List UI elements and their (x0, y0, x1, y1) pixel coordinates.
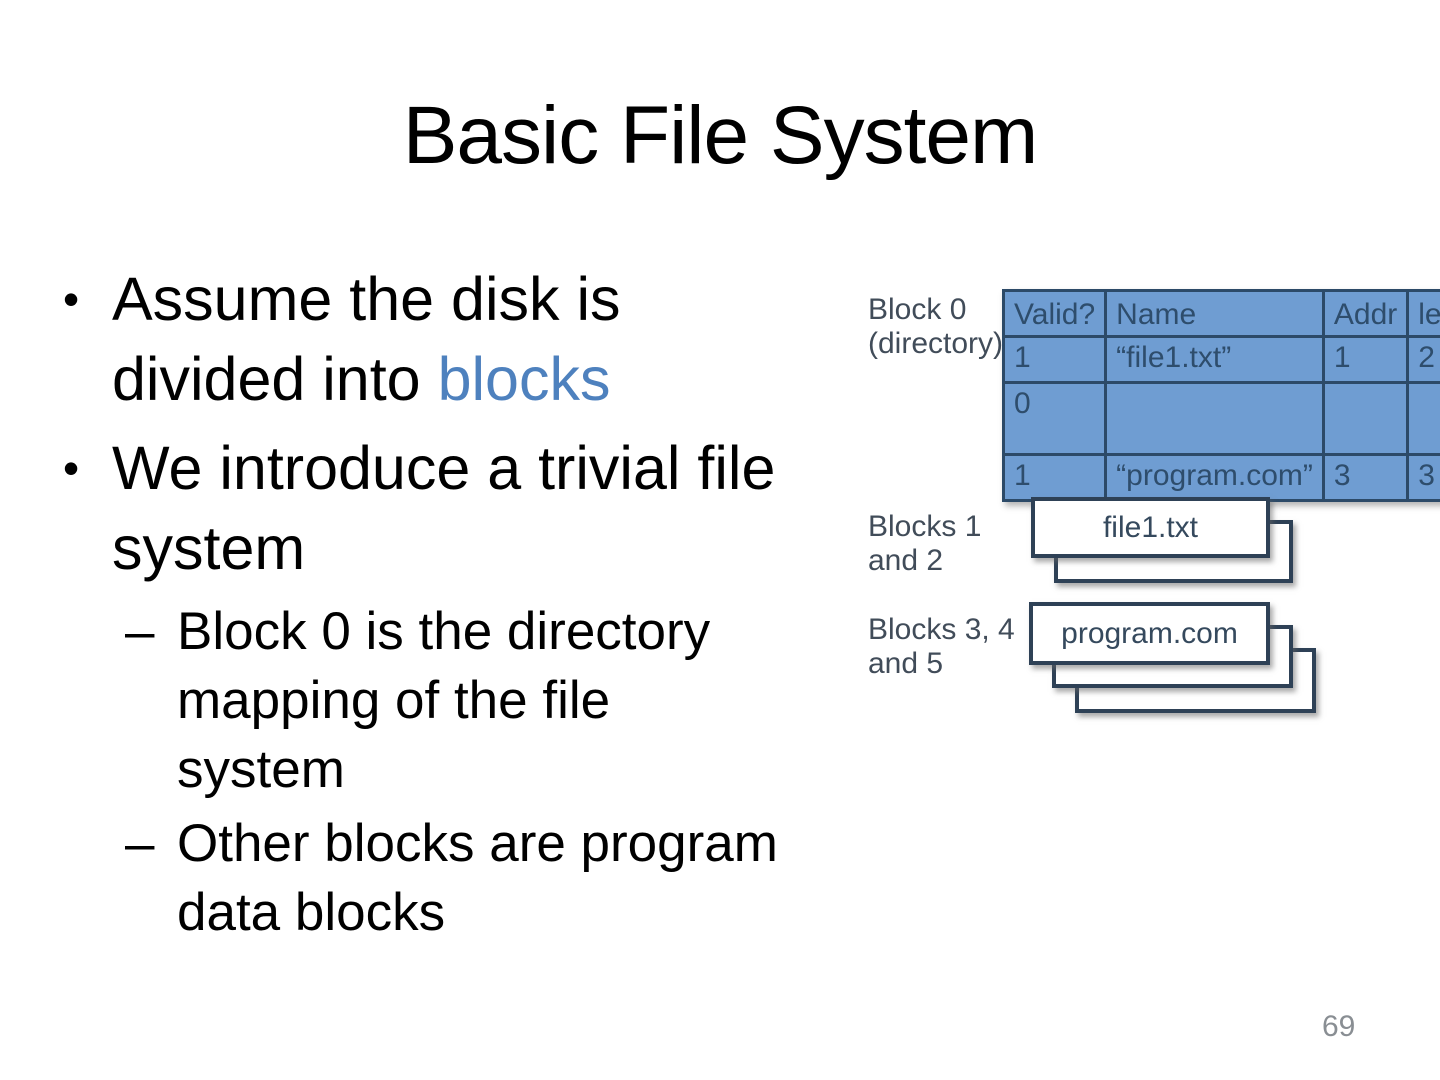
blocks-1-2-label-line2: and 2 (868, 544, 944, 577)
directory-table: Valid? Name Addr len 1 “file1.txt” 1 2 0… (1001, 289, 1440, 502)
table-row: 1 “program.com” 3 3 (1001, 453, 1440, 502)
bullet-line: data blocks (177, 883, 446, 942)
cell-valid: 1 (1001, 335, 1108, 384)
bullet-text: Assume the disk is divided into blocks (112, 259, 621, 419)
blocks-3-4-5-label-line2: and 5 (868, 647, 944, 680)
cell-valid: 1 (1001, 453, 1108, 502)
program-block-front: program.com (1029, 602, 1270, 665)
blocks-3-4-5-label: Blocks 3, 4 and 5 (868, 613, 1015, 681)
bullet-line: Block 0 is the directory (177, 602, 711, 661)
bullet-icon: • (63, 442, 80, 494)
cell-valid: 0 (1001, 381, 1108, 456)
cell-name: “program.com” (1104, 453, 1325, 502)
slide-title: Basic File System (402, 90, 1039, 181)
column-header-name: Name (1104, 289, 1325, 338)
bullet-line: system (177, 740, 345, 799)
cell-addr: 3 (1321, 453, 1410, 502)
bullet-icon: • (63, 273, 80, 325)
block0-label: Block 0 (directory) (868, 293, 1003, 361)
cell-len: 2 (1406, 335, 1440, 384)
sub-bullet-item-2: – Other blocks are program data blocks (125, 809, 883, 947)
bullet-line: system (112, 514, 306, 582)
table-row: 0 (1001, 381, 1440, 456)
bullet-item-2: • We introduce a trivial file system (63, 428, 883, 588)
cell-len (1406, 381, 1440, 456)
cell-addr (1321, 381, 1410, 456)
bullet-line: We introduce a trivial file (112, 434, 776, 502)
bullet-line-prefix: divided into (112, 345, 438, 413)
column-header-len: len (1406, 289, 1440, 338)
bullet-line: Assume the disk is (112, 265, 621, 333)
page-number: 69 (1322, 1010, 1356, 1043)
block0-label-line1: Block 0 (868, 293, 967, 326)
cell-name: “file1.txt” (1104, 335, 1325, 384)
blocks-3-4-5-label-line1: Blocks 3, 4 (868, 613, 1015, 646)
cell-addr: 1 (1321, 335, 1410, 384)
column-header-valid: Valid? (1001, 289, 1108, 338)
bullet-line: mapping of the file (177, 671, 611, 730)
dash-icon: – (125, 602, 155, 661)
column-header-addr: Addr (1321, 289, 1410, 338)
cell-len: 3 (1406, 453, 1440, 502)
program-block-label: program.com (1061, 616, 1238, 650)
highlighted-word: blocks (437, 345, 611, 413)
sub-bullet-item-1: – Block 0 is the directory mapping of th… (125, 597, 883, 804)
file1-block-label: file1.txt (1102, 510, 1199, 544)
table-row: 1 “file1.txt” 1 2 (1001, 335, 1440, 384)
bullet-text: We introduce a trivial file system (112, 428, 775, 588)
sub-bullet-text: Other blocks are program data blocks (177, 809, 778, 947)
bullet-item-1: • Assume the disk is divided into blocks (63, 259, 883, 419)
blocks-1-2-label: Blocks 1 and 2 (868, 510, 981, 578)
bullet-line: Other blocks are program (177, 814, 778, 873)
cell-name (1104, 381, 1325, 456)
sub-bullet-text: Block 0 is the directory mapping of the … (177, 597, 710, 804)
bullet-list: • Assume the disk is divided into blocks… (63, 259, 883, 952)
bullet-line: divided into blocks (112, 339, 621, 419)
file1-block-front: file1.txt (1031, 497, 1270, 558)
table-header-row: Valid? Name Addr len (1001, 289, 1440, 338)
block0-label-line2: (directory) (868, 327, 1004, 360)
dash-icon: – (125, 814, 155, 873)
blocks-1-2-label-line1: Blocks 1 (868, 510, 982, 543)
